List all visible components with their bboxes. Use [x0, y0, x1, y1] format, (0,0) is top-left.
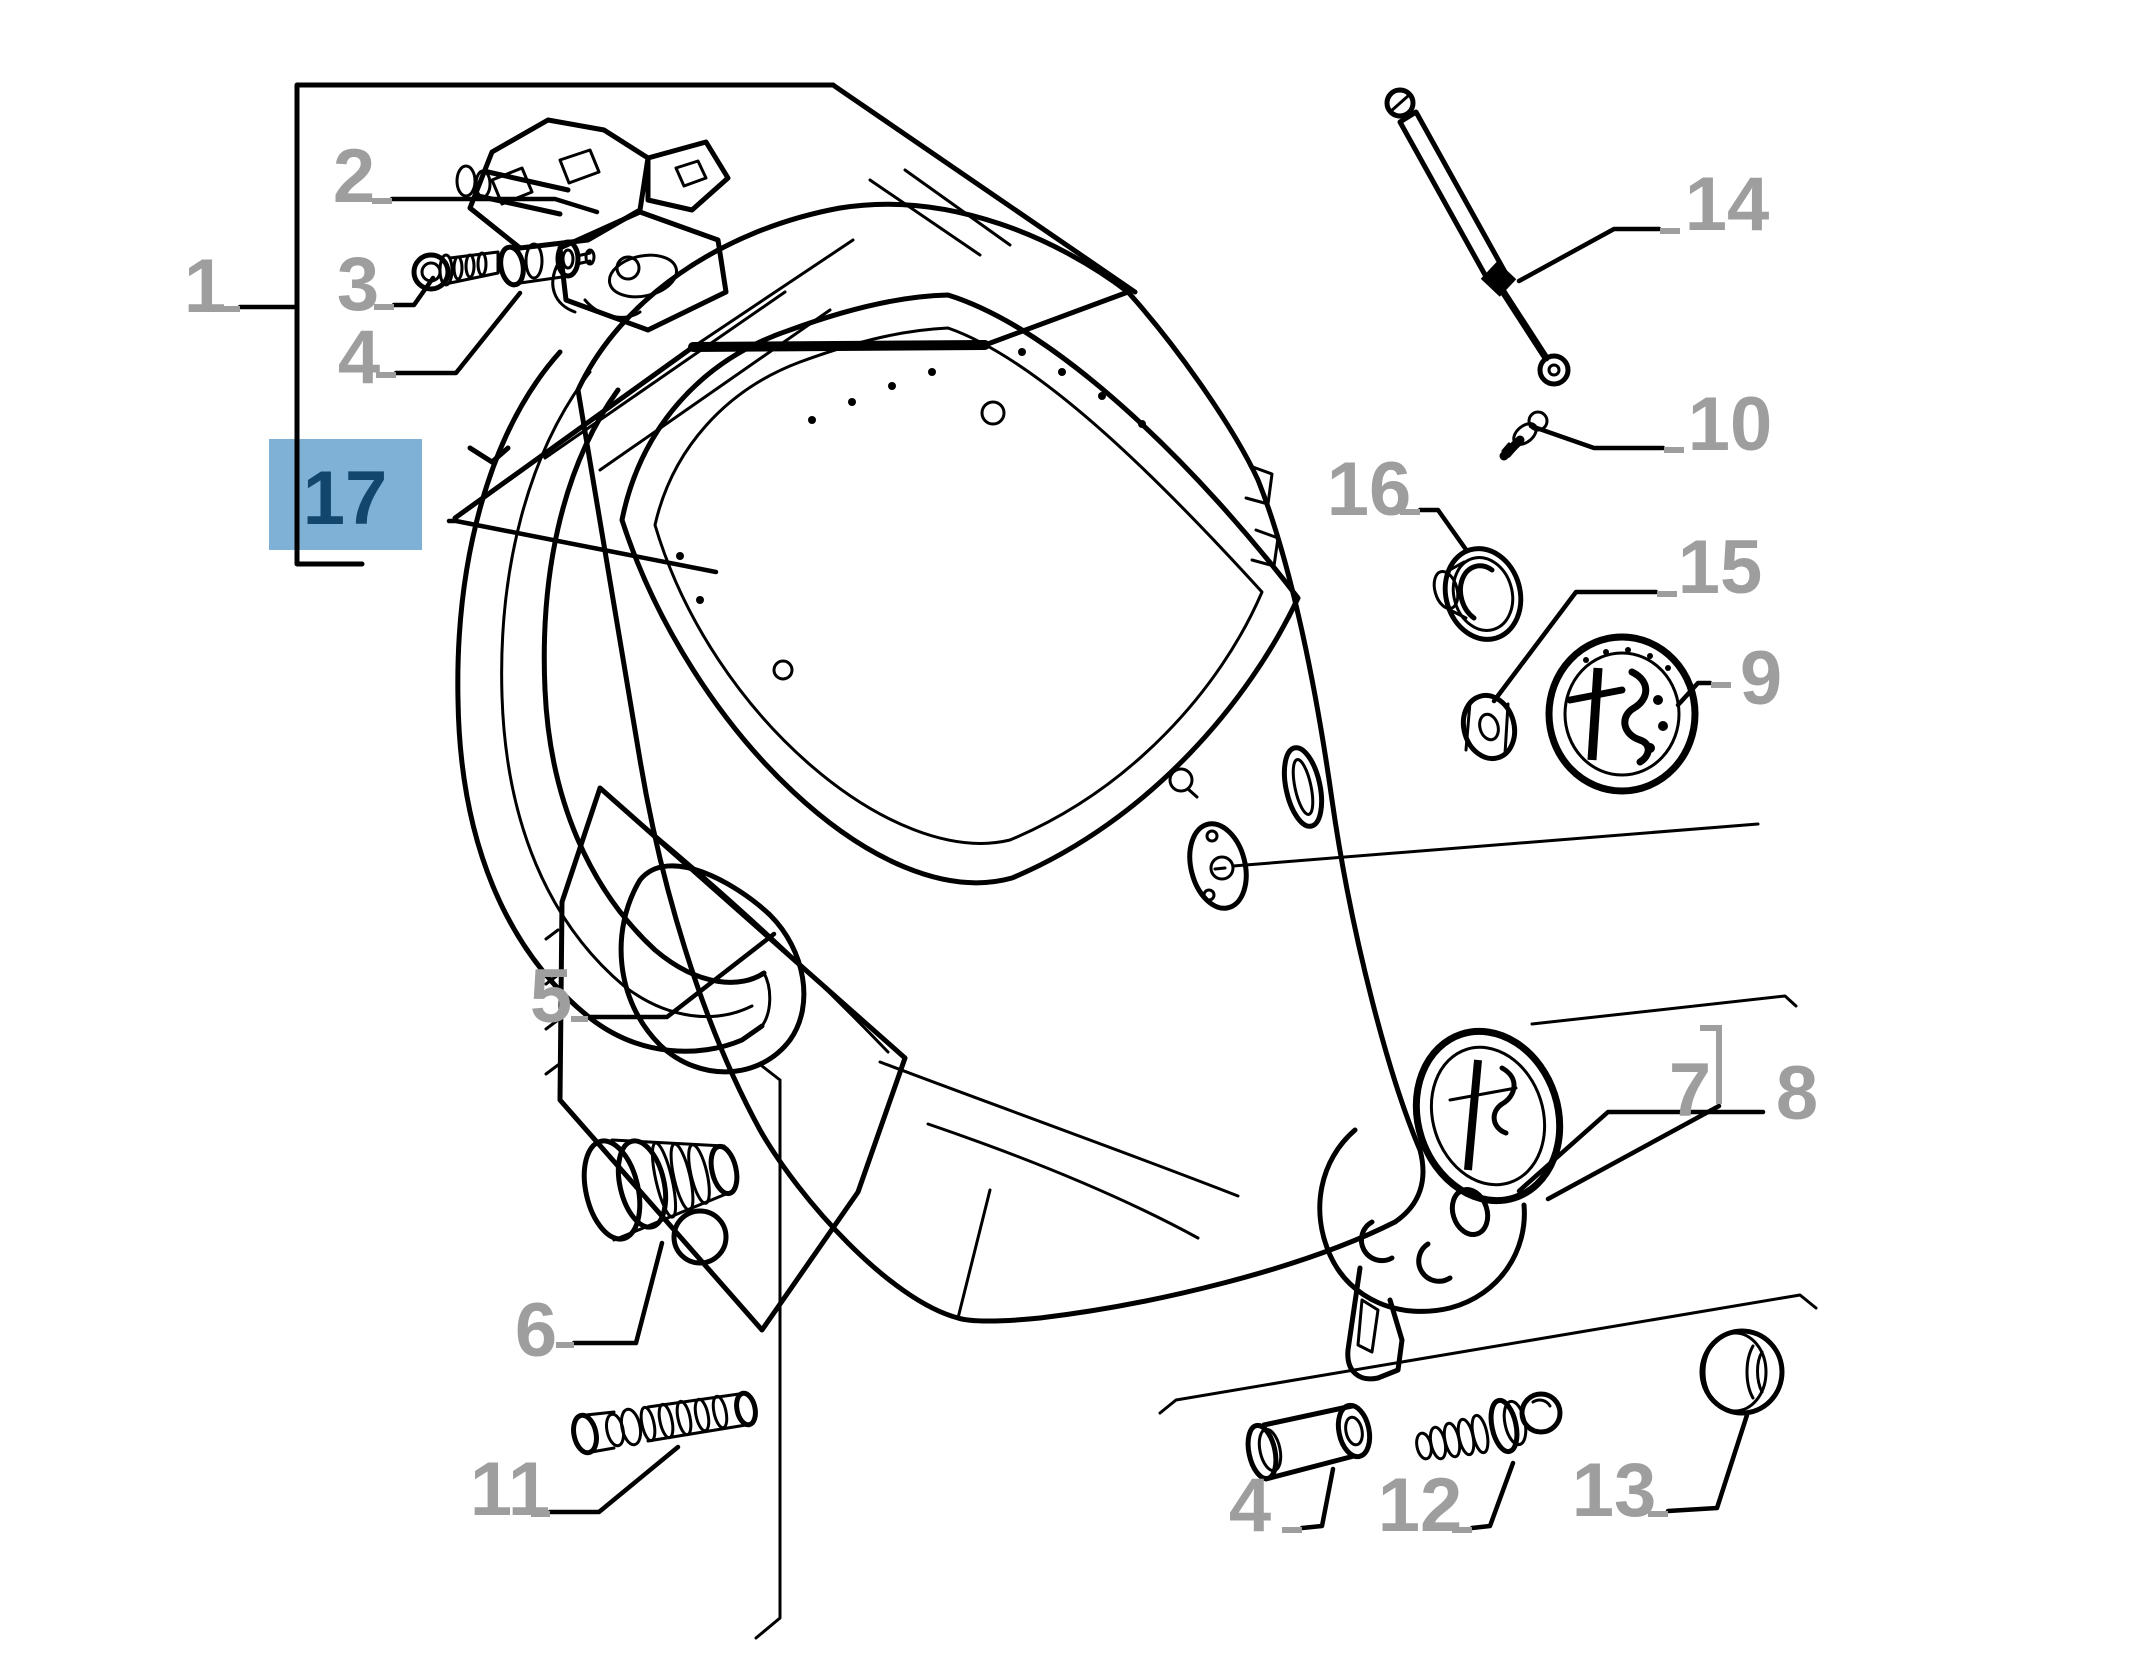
cap13-drawing: [1699, 1328, 1785, 1416]
part-label-15[interactable]: 15: [1678, 525, 1763, 610]
alignment-lines: [754, 822, 1818, 1640]
rear-glass-drawing: [452, 82, 1138, 521]
adjuster-screw-drawing: [571, 1390, 758, 1456]
buffer-drawing: [581, 1138, 740, 1242]
part-label-11[interactable]: 11: [470, 1447, 550, 1532]
part-labels: 1 2 3 4 17 5 6 11 14 10 16 15 9 7 8 4 12…: [184, 134, 1818, 1548]
tailgate-panel-drawing: [575, 201, 1426, 1324]
part-label-8[interactable]: 8: [1776, 1051, 1818, 1136]
part-label-13[interactable]: 13: [1572, 1448, 1657, 1533]
hinge-drawing: [455, 117, 731, 333]
part-label-9[interactable]: 9: [1740, 636, 1782, 721]
part-label-14[interactable]: 14: [1685, 162, 1770, 247]
latch-assembly-drawing: [1317, 1027, 1564, 1382]
part-label-10[interactable]: 10: [1688, 382, 1773, 467]
part-label-12[interactable]: 12: [1378, 1463, 1463, 1548]
gas-strut-drawing: [1384, 87, 1571, 387]
label-tails: [218, 198, 1731, 1533]
grommet-drawing: [1432, 546, 1524, 642]
ball-stud-drawing: [1499, 410, 1549, 461]
bushing4-drawing: [498, 239, 596, 288]
part-label-7[interactable]: 7: [1669, 1048, 1711, 1133]
screw12-drawing: [1415, 1391, 1563, 1461]
part7-8-group-bracket: [1700, 1025, 1722, 1104]
part-label-4[interactable]: 4: [338, 315, 380, 400]
part-label-5[interactable]: 5: [530, 954, 572, 1039]
part1-group-bracket: [294, 82, 836, 567]
part-label-6[interactable]: 6: [515, 1288, 557, 1373]
leader-lines: [237, 196, 1766, 1531]
alfa-romeo-badge-drawing: [1545, 633, 1699, 795]
screw3-drawing: [411, 250, 500, 292]
part-label-1[interactable]: 1: [184, 244, 226, 329]
bushing4b-drawing: [1245, 1402, 1373, 1482]
inner-panel-drawing: [544, 785, 908, 1333]
part-label-4b[interactable]: 4: [1229, 1463, 1271, 1548]
seal-drawing: [455, 349, 772, 1054]
part-label-16[interactable]: 16: [1327, 447, 1412, 532]
nut-drawing: [1460, 692, 1518, 762]
part-label-17-selected[interactable]: 17: [303, 456, 388, 541]
part-label-3[interactable]: 3: [337, 242, 379, 327]
part-label-2[interactable]: 2: [333, 134, 375, 219]
